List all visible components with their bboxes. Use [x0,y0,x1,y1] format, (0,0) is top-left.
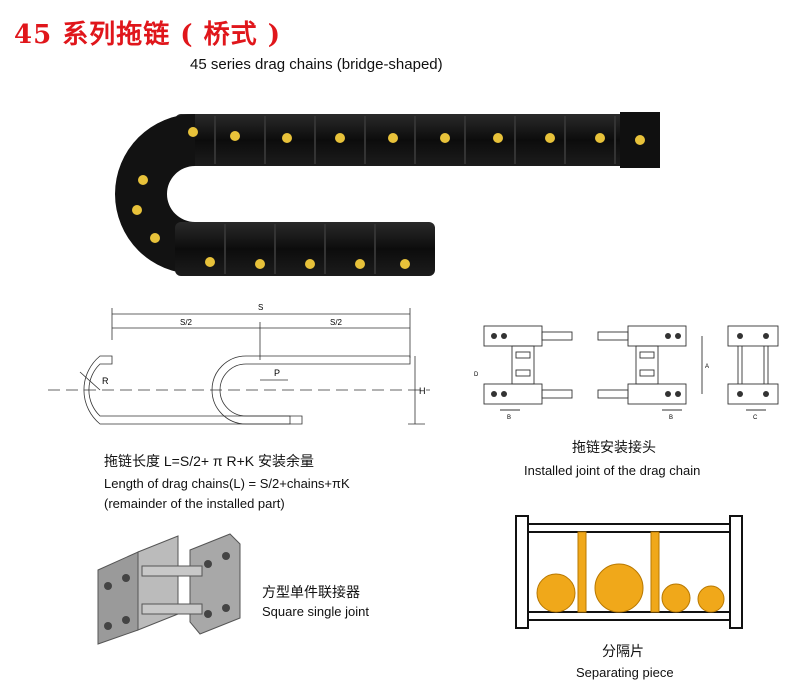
label-d: D [474,372,479,378]
dimension-caption-en-2: (remainder of the installed part) [104,496,285,511]
drag-chain-photo [115,112,660,276]
separating-piece-diagram [515,515,743,629]
label-a: A [705,364,709,370]
square-joint-photo [97,533,241,645]
label-b-right: B [669,415,673,421]
joint-diagram: D B B A C [474,325,779,421]
label-s-half-left: S/2 [180,318,193,327]
joint-caption-en: Installed joint of the drag chain [524,463,701,478]
separating-piece-caption-en: Separating piece [576,665,674,680]
dimension-caption-en-1: Length of drag chains(L) = S/2+chains+πK [104,476,350,491]
label-s-half-right: S/2 [330,318,343,327]
dimension-diagram: S S/2 S/2 R P H [48,303,430,425]
separating-piece-caption-cn: 分隔片 [602,643,644,659]
label-b-left: B [507,415,511,421]
page-subtitle: 45 series drag chains (bridge-shaped) [190,56,443,73]
page-title: 45 系列拖链 ( 桥式 ) [14,20,281,50]
square-joint-caption-en: Square single joint [262,604,369,619]
label-c: C [753,415,758,421]
square-joint-caption-cn: 方型单件联接器 [262,584,360,600]
label-r: R [102,376,109,386]
label-p: P [274,368,280,378]
label-h: H [419,386,426,396]
dimension-caption-cn: 拖链长度 L=S/2+ π R+K 安装余量 [104,453,314,469]
label-s: S [258,303,263,312]
joint-caption-cn: 拖链安装接头 [572,439,656,455]
